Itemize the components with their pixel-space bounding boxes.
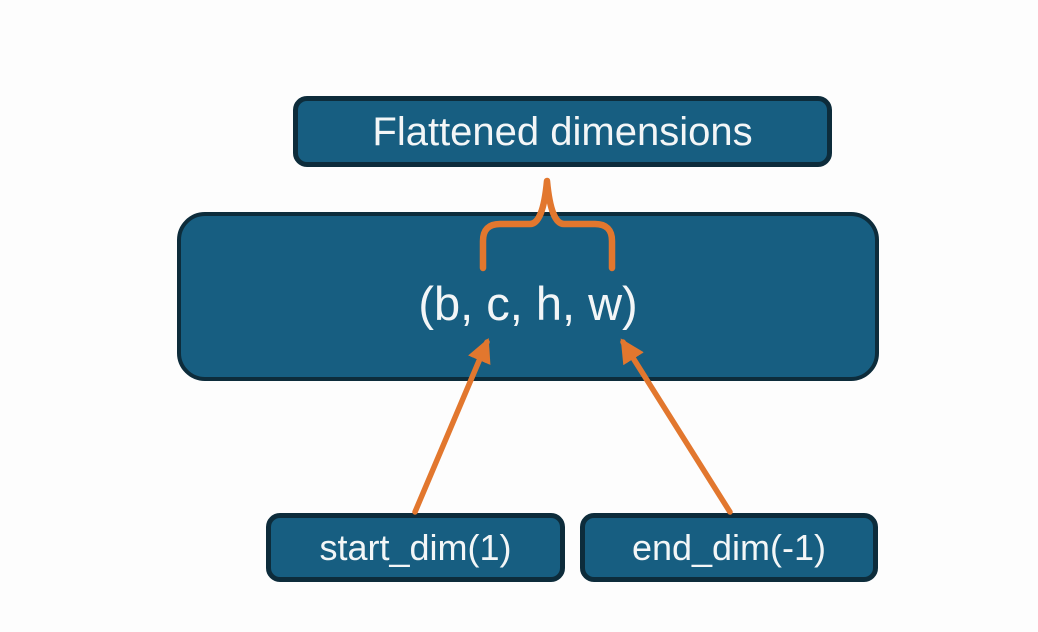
node-end-dim: end_dim(-1) (580, 513, 878, 582)
node-end-dim-label: end_dim(-1) (631, 526, 827, 568)
node-tensor-shape-label: (b, c, h, w) (418, 277, 638, 330)
node-flattened-dimensions: Flattened dimensions (293, 96, 832, 167)
node-start-dim: start_dim(1) (266, 513, 565, 582)
node-tensor-shape: (b, c, h, w) (177, 212, 879, 381)
node-flattened-dimensions-label: Flattened dimensions (372, 109, 753, 154)
node-start-dim-label: start_dim(1) (319, 526, 512, 568)
